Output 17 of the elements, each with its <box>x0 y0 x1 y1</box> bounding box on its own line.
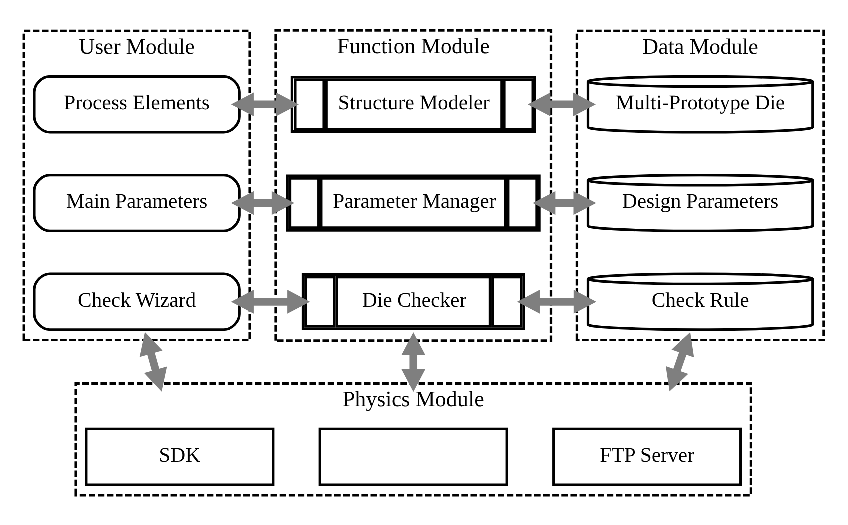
node-box <box>318 427 508 486</box>
arrow <box>528 92 596 116</box>
node-box: Die Checker <box>302 272 526 330</box>
node-box: Main Parameters <box>33 174 241 232</box>
arrow <box>140 332 168 392</box>
node-box: Process Elements <box>33 74 241 134</box>
arrow <box>231 190 295 215</box>
arrow <box>231 290 310 314</box>
arrow <box>666 332 694 392</box>
arrow <box>533 190 596 215</box>
arrow <box>231 92 300 116</box>
node-box: Parameter Manager <box>286 174 541 232</box>
node-box: SDK <box>85 427 275 486</box>
node-box: Check Wizard <box>33 272 241 331</box>
arrow <box>402 332 426 392</box>
arrow <box>517 290 597 314</box>
node-box: FTP Server <box>552 427 742 486</box>
